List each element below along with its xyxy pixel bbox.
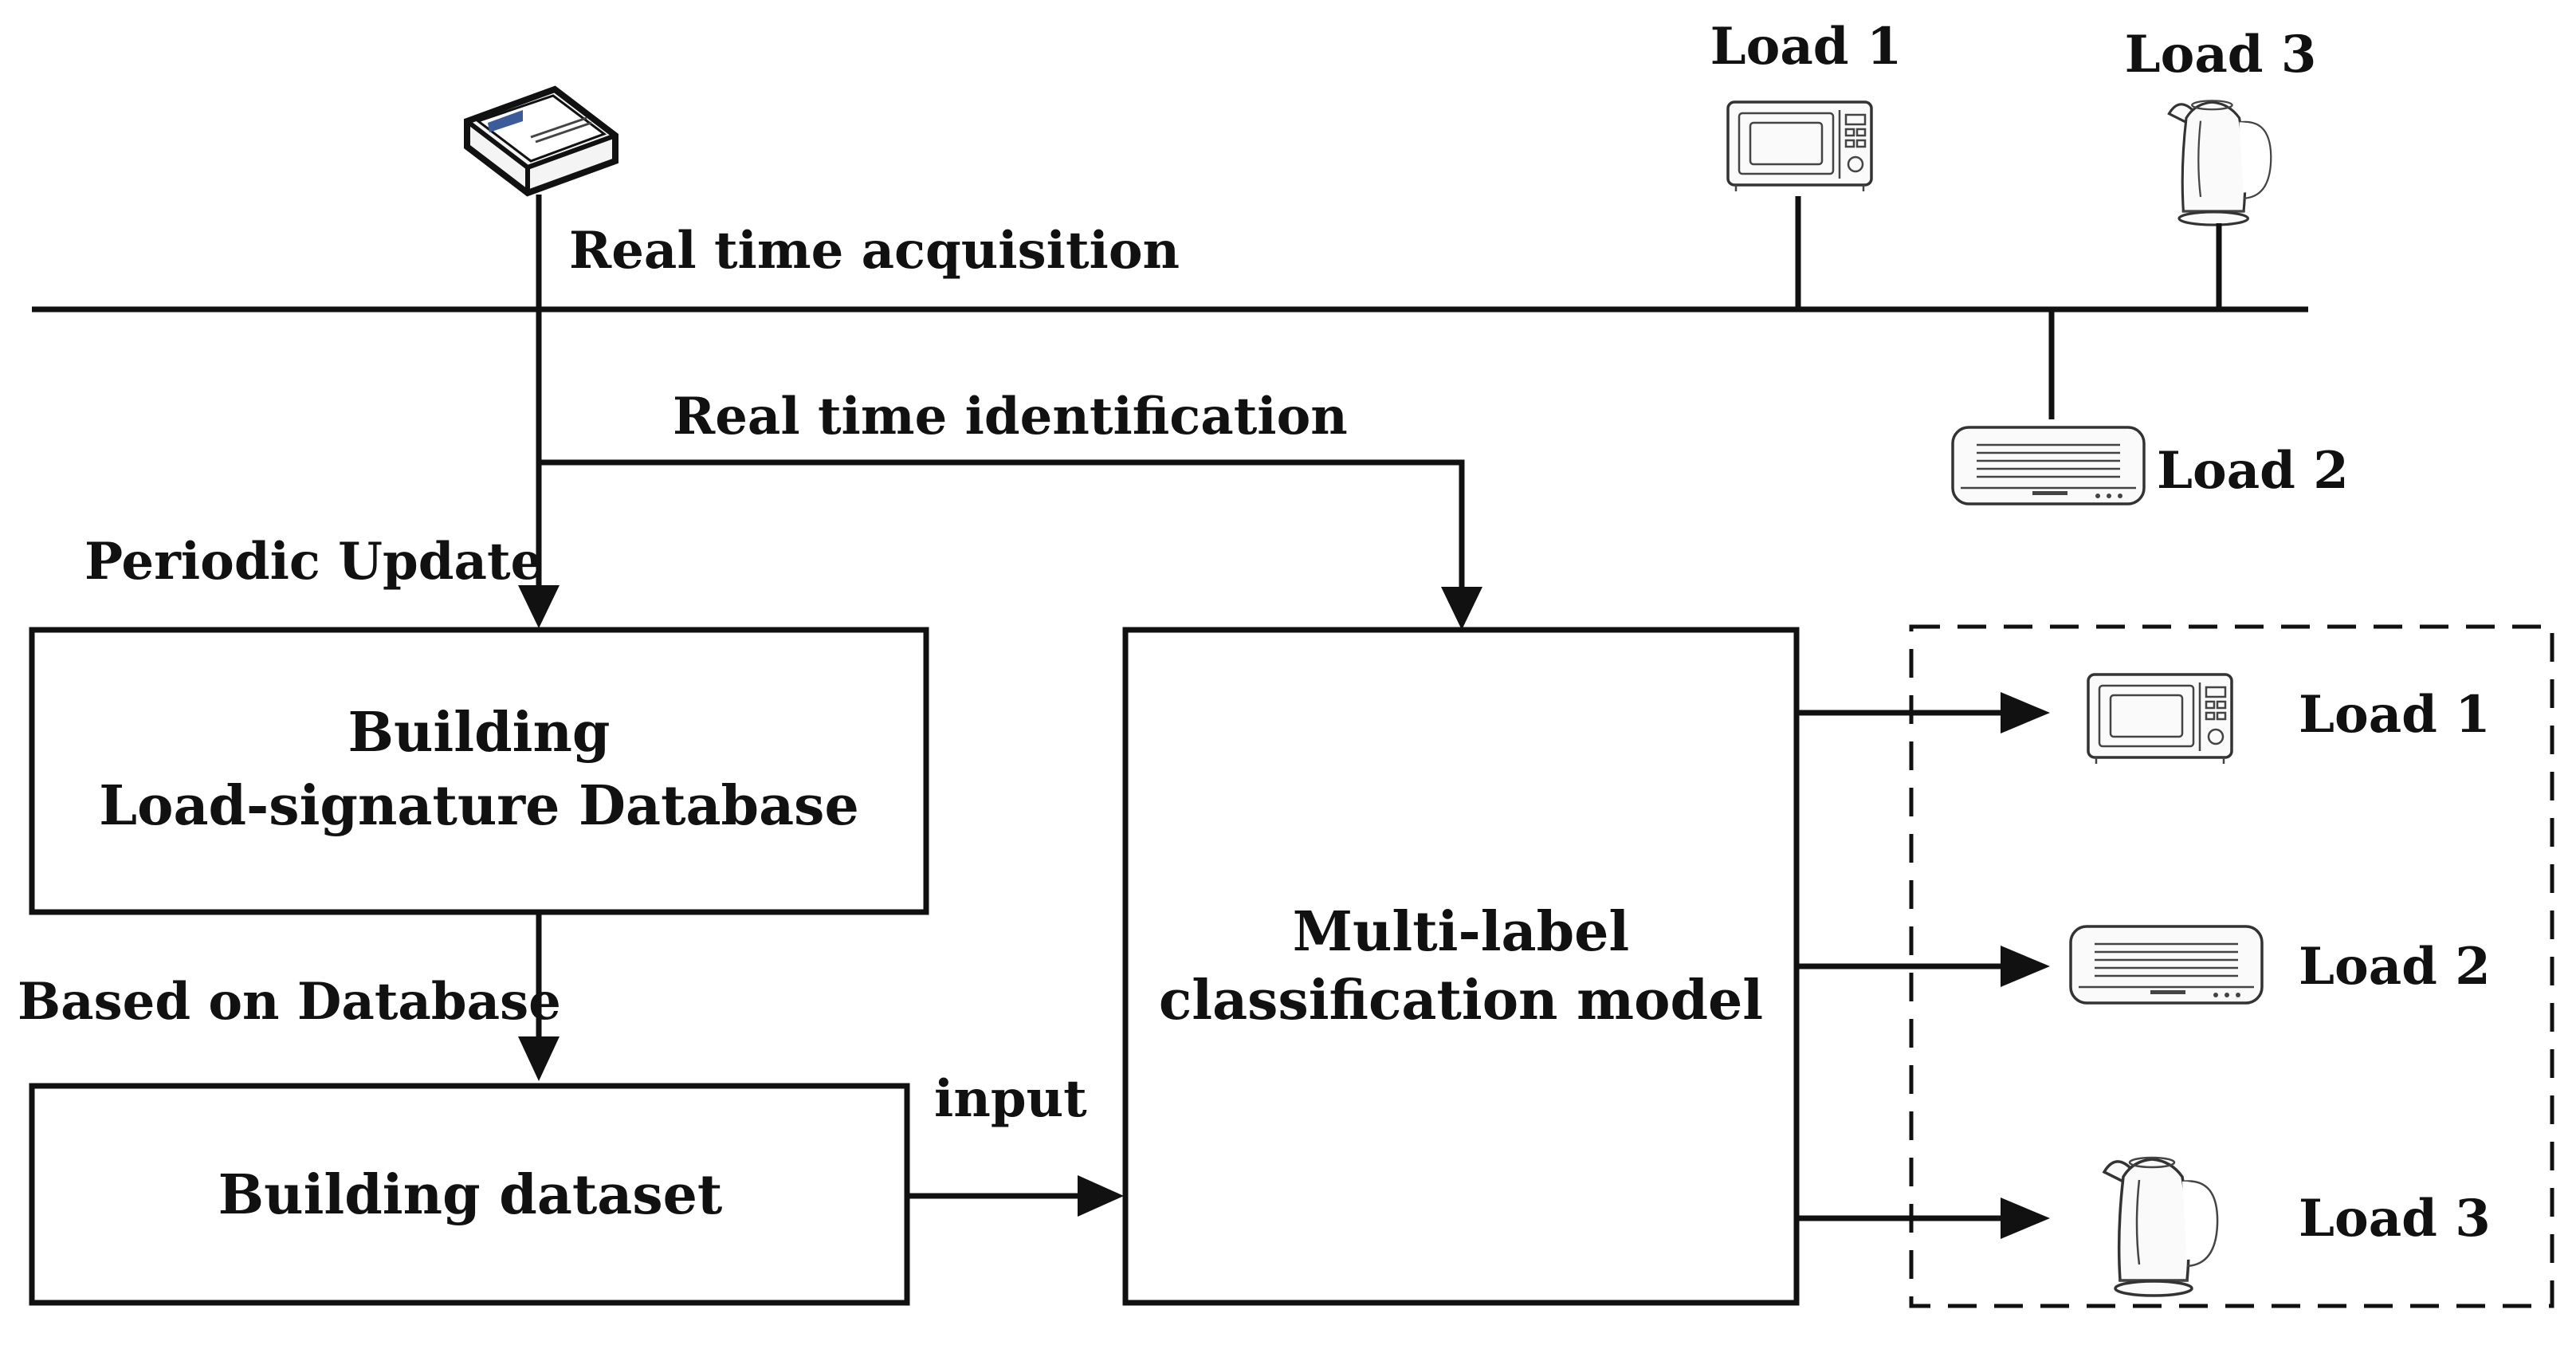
- air-conditioner-icon: [1951, 426, 2146, 505]
- periodic-update-arrowhead: [518, 585, 560, 628]
- output-kettle-icon: [2103, 1156, 2219, 1297]
- load-signature-database-box: [29, 627, 929, 915]
- based-on-database-arrowhead: [518, 1036, 560, 1081]
- input-label: input: [934, 1069, 1087, 1129]
- periodic-update-label: Periodic Update: [84, 532, 543, 592]
- model-box-title-line2: classification model: [1159, 969, 1763, 1032]
- database-box-title-line2: Load-signature Database: [99, 774, 858, 838]
- output-load2-label: Load 2: [2299, 937, 2491, 997]
- input-arrowhead: [1078, 1175, 1124, 1217]
- smart-meter-icon: [464, 85, 618, 197]
- identification-arrow-line: [539, 459, 1465, 593]
- multi-label-classification-model-box: [1122, 627, 1800, 1306]
- kettle-icon: [2167, 99, 2272, 226]
- identification-arrowhead: [1441, 587, 1482, 630]
- output-arrowhead-3: [2001, 1198, 2050, 1239]
- real-time-acquisition-label: Real time acquisition: [569, 221, 1180, 281]
- real-time-identification-label: Real time identification: [673, 387, 1348, 446]
- load3-top-label: Load 3: [2125, 25, 2317, 85]
- output-microwave-icon: [2087, 673, 2233, 765]
- based-on-database-label: Based on Database: [18, 972, 561, 1032]
- dataset-box-title: Building dataset: [218, 1163, 723, 1227]
- load2-top-label: Load 2: [2157, 441, 2349, 501]
- model-box-title-line1: Multi-label: [1293, 900, 1630, 964]
- building-dataset-box: [29, 1083, 910, 1306]
- load1-top-label: Load 1: [1710, 17, 1903, 77]
- output-air-conditioner-icon: [2069, 925, 2264, 1005]
- database-box-title-line1: Building: [348, 701, 611, 765]
- output-arrowhead-1: [2001, 692, 2050, 733]
- output-load3-label: Load 3: [2299, 1189, 2491, 1249]
- output-load1-label: Load 1: [2299, 685, 2491, 745]
- output-arrowhead-2: [2001, 946, 2050, 987]
- microwave-icon: [1726, 100, 1873, 193]
- output-loads-container: [1909, 624, 2554, 1308]
